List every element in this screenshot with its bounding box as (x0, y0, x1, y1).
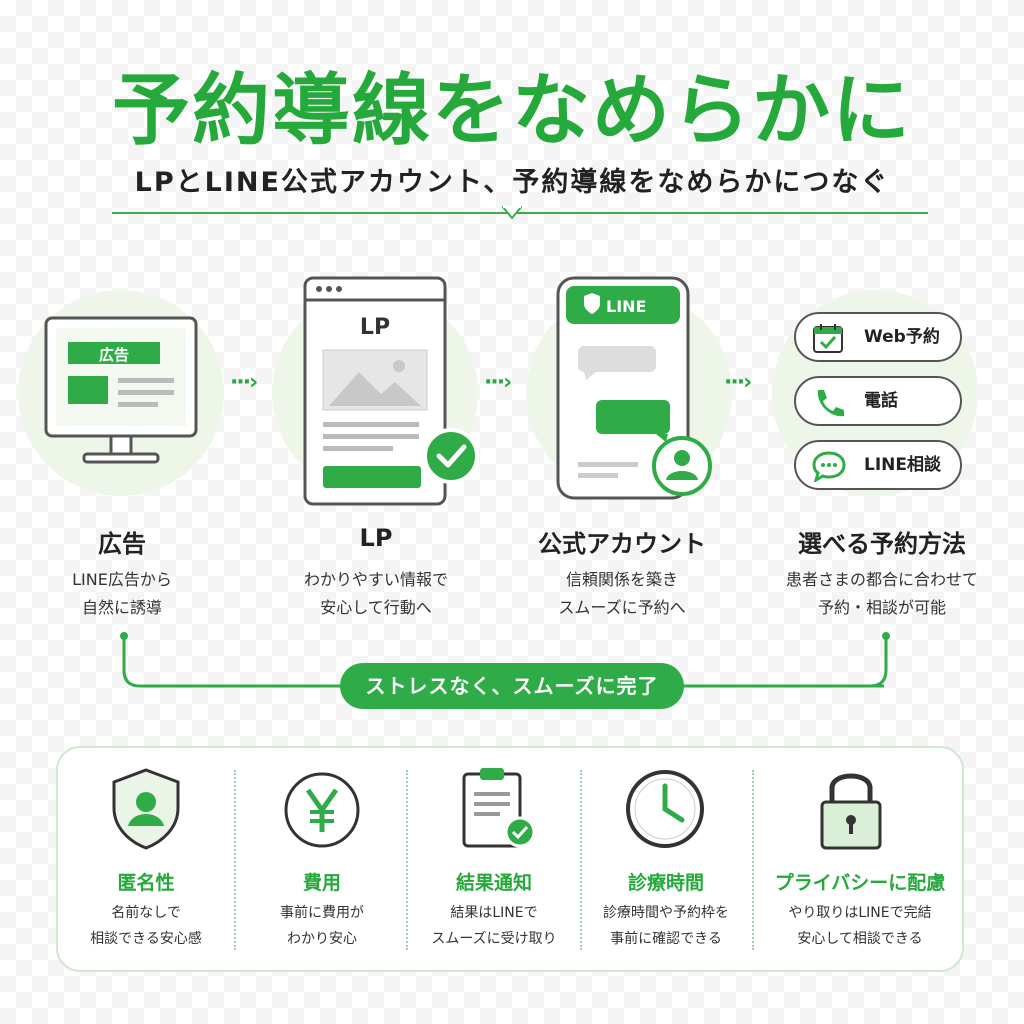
step-desc-official-account: 信頼関係を築きスムーズに予約へ (558, 570, 686, 617)
step-desc-lp: わかりやすい情報で安心して行動へ (303, 570, 448, 617)
feature-divider (406, 770, 408, 950)
feature-divider (752, 770, 754, 950)
lp-screen-label: LP (360, 315, 390, 340)
step-desc-reservation-methods: 患者さまの都合に合わせて予約・相談が可能 (785, 570, 978, 617)
monitor-ad-icon: 広告 (44, 316, 198, 464)
phone-icon (817, 390, 844, 417)
flow-connector (120, 632, 890, 688)
completion-badge: ストレスなく、スムーズに完了 (340, 663, 684, 709)
feature-divider (580, 770, 582, 950)
clipboard-check-icon (462, 768, 536, 848)
option-web-reservation[interactable]: Web予約 (794, 312, 962, 362)
feature-title-hours: 診療時間 (627, 872, 704, 894)
feature-title-anonymity: 匿名性 (117, 872, 175, 894)
clock-icon (626, 770, 704, 848)
feature-desc-anonymity: 名前なしで相談できる安心感 (90, 905, 202, 947)
flow-arrow-icon: ···› (724, 370, 752, 395)
feature-desc-cost: 事前に費用がわかり安心 (280, 905, 364, 947)
shield-user-icon (112, 768, 180, 850)
option-label: LINE相談 (864, 455, 941, 475)
calendar-check-icon (813, 324, 843, 353)
option-label: Web予約 (864, 327, 940, 347)
page-title: 予約導線をなめらかに (111, 66, 912, 156)
header-divider (112, 212, 928, 214)
feature-desc-hours: 診療時間や予約枠を事前に確認できる (603, 905, 729, 947)
divider-notch-icon (502, 206, 522, 220)
browser-lp-icon: LP (303, 276, 479, 506)
feature-desc-privacy: やり取りはLINEで完結安心して相談できる (788, 905, 932, 947)
feature-title-cost: 費用 (302, 872, 341, 894)
feature-desc-result-notice: 結果はLINEでスムーズに受け取り (431, 905, 557, 947)
step-desc-ad: LINE広告から自然に誘導 (72, 570, 172, 617)
step-title-ad: 広告 (98, 530, 146, 558)
feature-title-result-notice: 結果通知 (455, 872, 532, 894)
yen-icon (284, 772, 360, 848)
feature-title-privacy: プライバシーに配慮 (774, 872, 946, 894)
feature-divider (234, 770, 236, 950)
option-label: 電話 (864, 391, 898, 411)
flow-arrow-icon: ···› (230, 370, 258, 395)
step-title-official-account: 公式アカウント (538, 530, 706, 558)
ad-screen-label: 広告 (99, 346, 129, 364)
padlock-icon (820, 773, 882, 850)
chat-bubble-icon (812, 451, 846, 482)
phone-line-icon: LINE (556, 276, 712, 500)
page-subtitle: LPとLINE公式アカウント、予約導線をなめらかにつなぐ (134, 167, 890, 198)
line-screen-label: LINE (606, 297, 646, 316)
flow-arrow-icon: ···› (484, 370, 512, 395)
step-title-lp: LP (359, 524, 393, 552)
step-title-reservation-methods: 選べる予約方法 (798, 530, 966, 558)
option-line-consult[interactable]: LINE相談 (794, 440, 962, 490)
option-phone[interactable]: 電話 (794, 376, 962, 426)
